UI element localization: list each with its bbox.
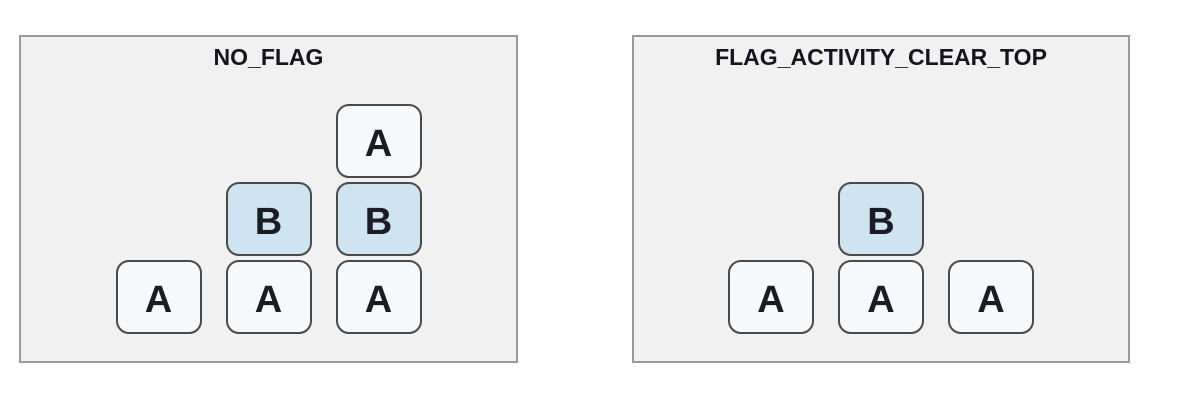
activity-stack-column: A [115, 260, 202, 334]
activity-stack-column: A [728, 260, 814, 334]
activity-box-a: A [335, 260, 422, 334]
activity-box-b: B [225, 182, 312, 256]
activity-box-a: A [838, 260, 924, 334]
activity-box-a: A [335, 104, 422, 178]
activity-box-a: A [948, 260, 1034, 334]
activity-box-b: B [335, 182, 422, 256]
panel-title-flag-activity-clear-top: FLAG_ACTIVITY_CLEAR_TOP [715, 44, 1047, 70]
activity-box-b: B [838, 182, 924, 256]
panel-title-no-flag: NO_FLAG [213, 44, 324, 70]
activity-stack-column: A [948, 260, 1034, 334]
activity-box-a: A [115, 260, 202, 334]
activity-box-a: A [728, 260, 814, 334]
activity-box-a: A [225, 260, 312, 334]
